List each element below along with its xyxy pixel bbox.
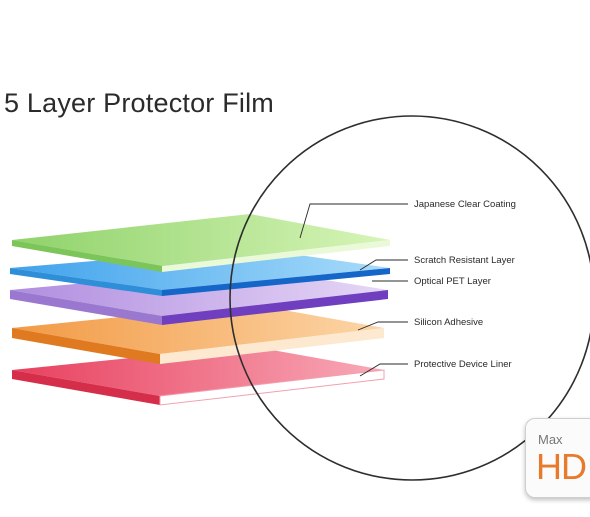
- layer-green: [12, 214, 390, 272]
- leader-line-1: [299, 203, 408, 239]
- label-silicon-adhesive: Silicon Adhesive: [414, 317, 483, 328]
- leader-line-4: [357, 321, 408, 331]
- badge-max-label: Max: [538, 432, 563, 447]
- label-japanese-clear-coating: Japanese Clear Coating: [414, 199, 516, 210]
- leader-lines: [299, 203, 408, 377]
- page-title: 5 Layer Protector Film: [4, 88, 274, 118]
- badge-hd-label: HD: [536, 446, 587, 487]
- leader-line-5: [359, 363, 408, 377]
- layer-orange: [12, 304, 384, 364]
- label-optical-pet-layer: Optical PET Layer: [414, 276, 491, 287]
- layer-blue: [10, 248, 390, 296]
- max-hd-badge: Max HD: [525, 418, 590, 498]
- magnifier-circle: [229, 115, 590, 481]
- leader-line-2: [359, 259, 408, 271]
- label-scratch-resistant-layer: Scratch Resistant Layer: [414, 255, 515, 266]
- label-protective-device-liner: Protective Device Liner: [414, 359, 512, 370]
- layer-red: [12, 346, 385, 406]
